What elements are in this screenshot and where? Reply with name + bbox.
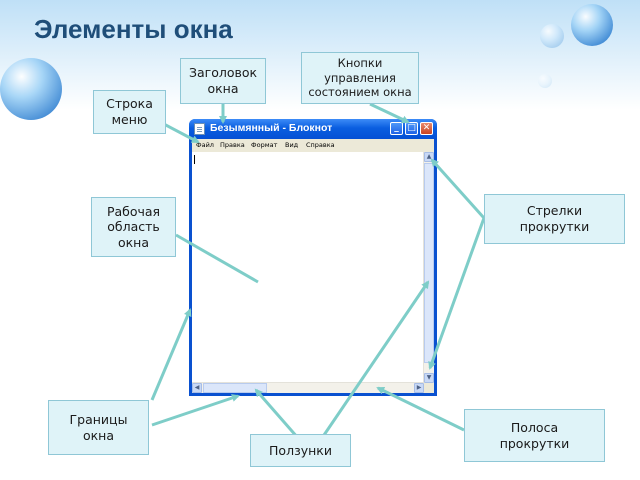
slide-title: Элементы окна [34,14,233,44]
menu-bar: Файл Правка Формат Вид Справка [192,139,434,152]
scroll-up-arrow[interactable]: ▲ [424,152,434,162]
arrow-scrollbar [376,386,465,432]
menu-file[interactable]: Файл [196,141,214,149]
callout-scrollbar: Полоса прокрутки [464,409,605,462]
menu-edit[interactable]: Правка [220,141,245,149]
maximize-button[interactable]: □ [405,122,418,135]
horizontal-scroll-thumb[interactable] [203,383,267,393]
callout-title-bar: Заголовок окна [180,58,266,104]
decorative-bubble [540,24,564,48]
callout-menu-bar: Строка меню [93,90,166,134]
callout-window-borders: Границы окна [48,400,149,455]
arrow-slider-horizontal [254,388,300,439]
scroll-right-arrow[interactable]: ▶ [414,383,424,393]
horizontal-scrollbar[interactable]: ◀ ▶ [192,382,424,393]
decorative-bubble [571,4,613,46]
close-button[interactable]: ✕ [420,122,433,135]
arrow-scroll-down [428,217,486,370]
arrow-scroll-up [430,158,486,220]
scroll-left-arrow[interactable]: ◀ [192,383,202,393]
callout-work-area: Рабочая область окна [91,197,176,257]
window-title-bar[interactable]: Безымянный - Блокнот _ □ ✕ [189,119,437,139]
arrow-slider-vertical [320,280,430,439]
arrow-border-left [150,308,192,401]
minimize-button[interactable]: _ [390,122,403,135]
size-grip[interactable] [424,383,434,393]
callout-sliders: Ползунки [250,434,351,467]
text-caret [194,155,195,164]
callout-window-controls: Кнопки управления состоянием окна [301,52,419,104]
notepad-icon[interactable] [194,123,205,135]
vertical-scrollbar[interactable]: ▲ ▼ [423,152,434,383]
notepad-window[interactable]: Безымянный - Блокнот _ □ ✕ Файл Правка Ф… [189,119,437,396]
arrow-border-bottom [151,394,240,427]
arrow-menu-bar [159,120,200,144]
arrow-window-controls [369,102,410,124]
text-area[interactable]: ▲ ▼ ◀ ▶ [192,152,434,393]
menu-format[interactable]: Формат [251,141,278,149]
menu-view[interactable]: Вид [285,141,299,149]
arrow-work-area [175,233,259,284]
callout-scroll-arrows: Стрелки прокрутки [484,194,625,244]
menu-help[interactable]: Справка [306,141,335,149]
decorative-bubble [538,74,552,88]
decorative-bubble [0,58,62,120]
scroll-down-arrow[interactable]: ▼ [424,373,434,383]
window-title: Безымянный - Блокнот [210,122,333,134]
